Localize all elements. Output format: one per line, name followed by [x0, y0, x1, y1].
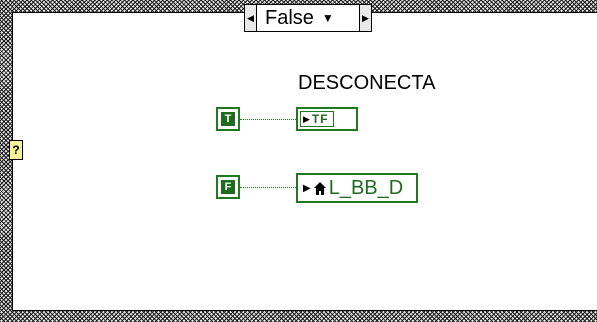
boolean-wire[interactable] — [240, 119, 296, 120]
right-triangle-icon: ▶ — [303, 113, 310, 124]
left-triangle-icon: ◀ — [247, 12, 254, 23]
right-triangle-icon: ▶ — [303, 182, 311, 194]
global-variable-l-bb-d[interactable]: ▶ L_BB_D — [296, 173, 418, 203]
global-variable-name: L_BB_D — [328, 176, 404, 199]
prev-case-button[interactable]: ◀ — [245, 5, 257, 31]
right-triangle-icon: ▶ — [362, 12, 369, 23]
case-selector[interactable]: ◀ False ▼ ▶ — [244, 4, 372, 32]
case-frame-bottom — [0, 311, 597, 322]
false-constant[interactable]: F — [216, 175, 240, 199]
down-triangle-icon[interactable]: ▼ — [321, 11, 334, 25]
case-selector-value[interactable]: False ▼ — [257, 5, 359, 31]
case-selector-label: False — [265, 6, 314, 29]
true-constant[interactable]: T — [216, 107, 240, 131]
true-constant-label: T — [221, 112, 235, 126]
house-icon — [313, 181, 326, 195]
local-variable-desconecta[interactable]: ▶ TF — [296, 107, 358, 131]
case-selector-terminal[interactable]: ? — [9, 140, 23, 160]
next-case-button[interactable]: ▶ — [359, 5, 371, 31]
local-variable-label: DESCONECTA — [298, 72, 436, 94]
false-constant-label: F — [221, 180, 235, 194]
case-frame-left — [0, 0, 12, 322]
terminal-label: ? — [12, 143, 20, 157]
case-diagram-area — [12, 12, 597, 311]
local-variable-type: TF — [311, 112, 329, 126]
boolean-wire[interactable] — [240, 187, 296, 188]
local-variable-indicator: ▶ TF — [300, 111, 334, 127]
